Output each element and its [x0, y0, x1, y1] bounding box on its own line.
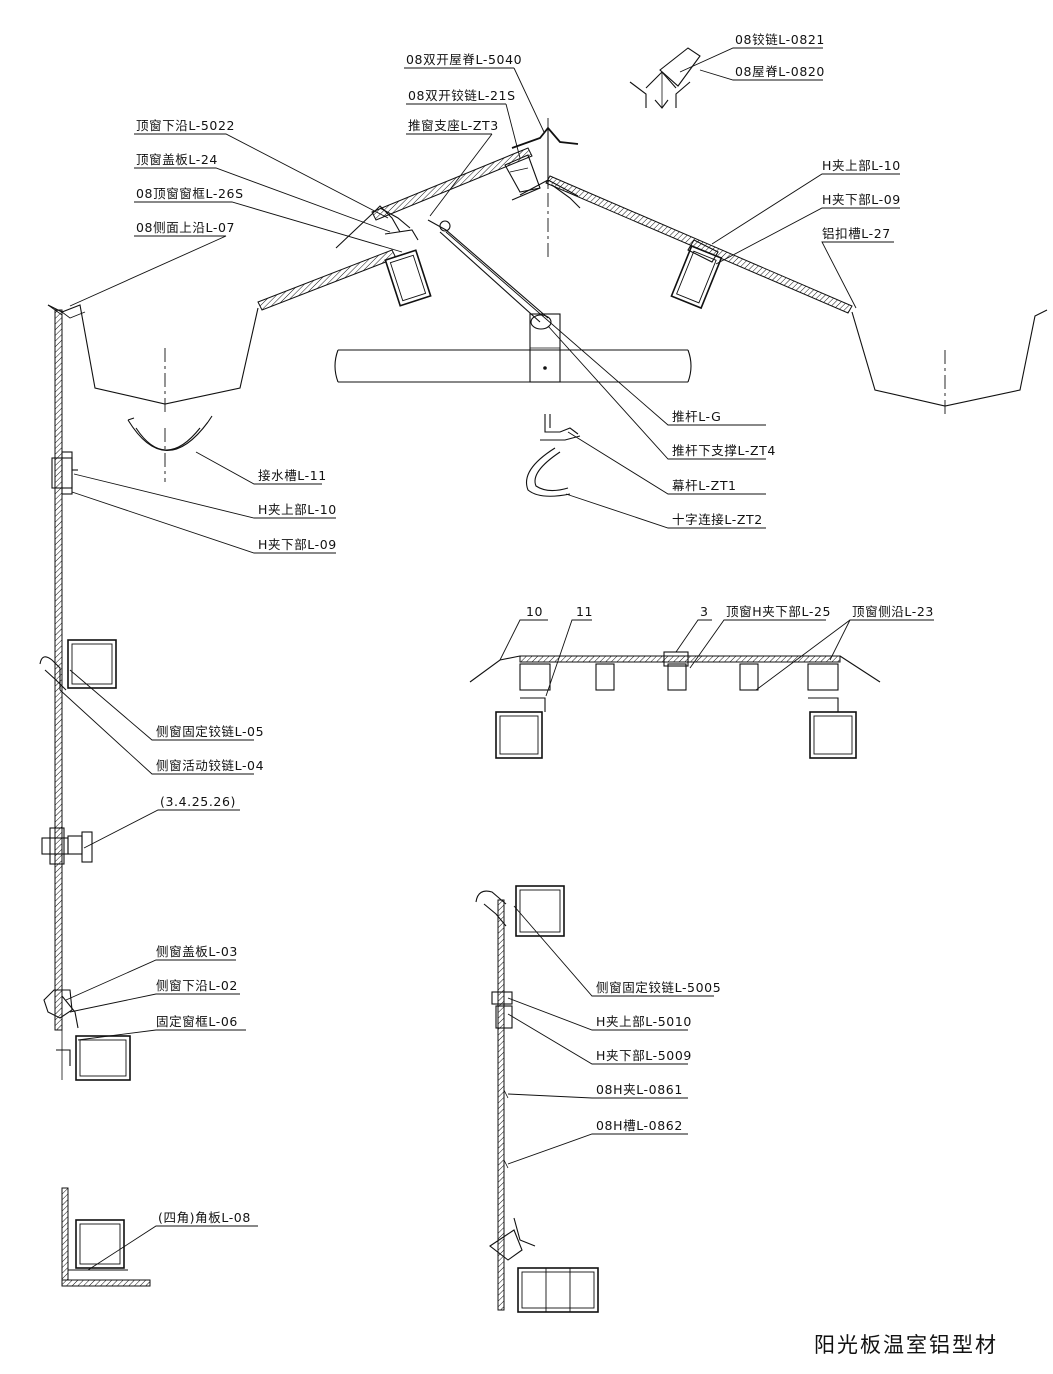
- label-5005: 侧窗固定铰链L-5005: [596, 980, 721, 995]
- corner-l08: [61, 1187, 151, 1287]
- label-5022: 顶窗下沿L-5022: [136, 118, 235, 133]
- roof-section: [47, 118, 1048, 414]
- label-g: 推杆L-G: [672, 409, 721, 424]
- label-multi: (3.4.25.26): [160, 794, 236, 809]
- horizontal-section: [469, 651, 881, 759]
- label-21s: 08双开铰链L-21S: [408, 88, 516, 103]
- label-10-left: H夹上部L-10: [258, 502, 337, 517]
- mullion-zt1: [526, 414, 581, 497]
- label-sec-10: 10: [526, 604, 543, 619]
- label-24: 顶窗盖板L-24: [136, 152, 218, 167]
- label-0820: 08屋脊L-0820: [735, 64, 825, 79]
- label-23: 顶窗侧沿L-23: [852, 604, 934, 619]
- label-25: 顶窗H夹下部L-25: [726, 604, 831, 619]
- label-05: 侧窗固定铰链L-05: [156, 724, 264, 739]
- label-02: 侧窗下沿L-02: [156, 978, 238, 993]
- label-27: 铝扣槽L-27: [822, 226, 891, 241]
- label-06: 固定窗框L-06: [156, 1014, 238, 1029]
- label-5040: 08双开屋脊L-5040: [406, 52, 522, 67]
- label-10-top: H夹上部L-10: [822, 158, 901, 173]
- label-08: (四角)角板L-08: [158, 1210, 251, 1225]
- label-03: 侧窗盖板L-03: [156, 944, 238, 959]
- ridge-detail: [629, 47, 701, 109]
- drawing-title: 阳光板温室铝型材: [814, 1333, 998, 1357]
- label-5010: H夹上部L-5010: [596, 1014, 692, 1029]
- label-04: 侧窗活动铰链L-04: [156, 758, 264, 773]
- label-0821: 08铰链L-0821: [735, 32, 825, 47]
- label-zt3: 推窗支座L-ZT3: [408, 118, 499, 133]
- right-side-wall: [475, 885, 599, 1313]
- label-0861: 08H夹L-0861: [596, 1082, 683, 1097]
- label-09-top: H夹下部L-09: [822, 192, 901, 207]
- label-sec-11: 11: [576, 604, 593, 619]
- left-side-wall: [39, 304, 131, 1081]
- label-zt1: 幕杆L-ZT1: [672, 478, 737, 493]
- label-11: 接水槽L-11: [258, 468, 327, 483]
- label-zt4: 推杆下支撑L-ZT4: [672, 443, 776, 458]
- label-5009: H夹下部L-5009: [596, 1048, 692, 1063]
- label-0862: 08H槽L-0862: [596, 1118, 683, 1133]
- label-09-left: H夹下部L-09: [258, 537, 337, 552]
- leader-lines: [59, 47, 934, 1271]
- gutter-l11: [127, 415, 213, 482]
- label-zt2: 十字连接L-ZT2: [672, 512, 763, 527]
- label-07: 08侧面上沿L-07: [136, 220, 235, 235]
- labels: 08铰链L-0821 08屋脊L-0820 08双开屋脊L-5040 08双开铰…: [136, 32, 998, 1357]
- label-sec-3: 3: [700, 604, 709, 619]
- label-26s: 08顶窗窗框L-26S: [136, 186, 244, 201]
